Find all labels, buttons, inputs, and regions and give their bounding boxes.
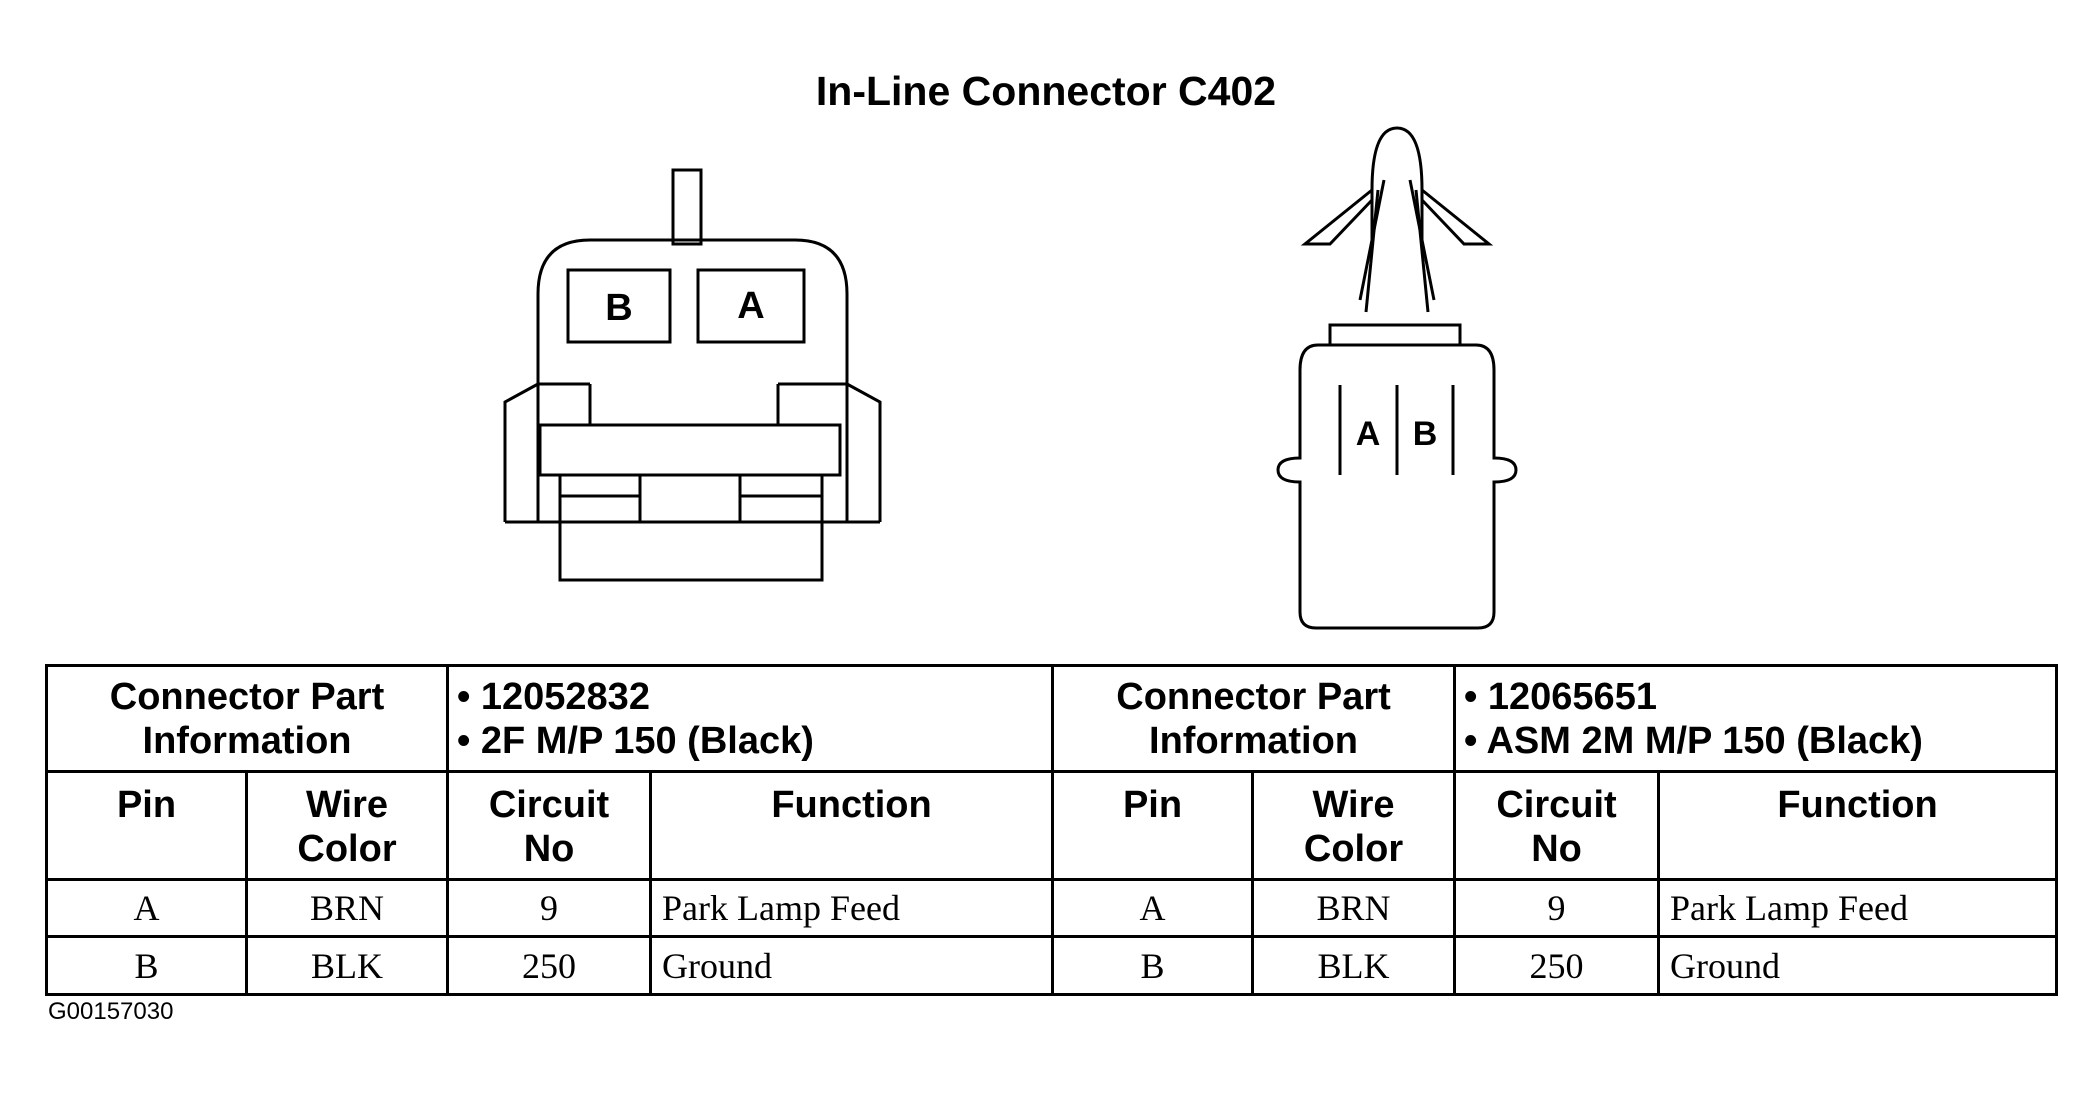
right-pin-column-header: Pin — [1051, 770, 1255, 881]
right-part-info-header: Connector Part Information — [1051, 664, 1457, 773]
left-row-b-pin: B — [45, 935, 248, 996]
figure-code: G00157030 — [48, 998, 174, 1025]
part-info-row: Connector Part Information • 12052832 • … — [44, 664, 2059, 773]
table-row: A BRN 9 Park Lamp Feed A BRN 9 Park Lamp… — [45, 878, 2059, 938]
left-row-a-circuit: 9 — [446, 878, 653, 938]
right-row-a-circuit: 9 — [1453, 878, 1661, 938]
right-row-a-pin: A — [1051, 878, 1255, 938]
right-row-a-wire: BRN — [1251, 878, 1457, 938]
right-row-b-wire: BLK — [1251, 935, 1457, 996]
connector-drawings: B A A B — [503, 126, 1518, 630]
right-row-a-function: Park Lamp Feed — [1657, 878, 2059, 938]
left-row-a-wire: BRN — [244, 878, 450, 938]
right-connector-drawing — [1276, 126, 1518, 630]
right-pin-b-label: B — [1413, 415, 1438, 453]
left-row-a-pin: A — [45, 878, 248, 938]
left-row-b-function: Ground — [649, 935, 1055, 996]
table-row: B BLK 250 Ground B BLK 250 Ground — [45, 935, 2059, 996]
connector-info-table: Connector Part Information • 12052832 • … — [44, 664, 2059, 996]
left-part-info-header: Connector Part Information — [44, 664, 450, 773]
left-connector-drawing — [503, 168, 882, 582]
diagram-title: In-Line Connector C402 — [815, 68, 1277, 114]
left-row-b-wire: BLK — [244, 935, 450, 996]
right-row-b-pin: B — [1051, 935, 1255, 996]
left-row-a-function: Park Lamp Feed — [649, 878, 1055, 938]
right-row-b-function: Ground — [1657, 935, 2059, 996]
left-pin-column-header: Pin — [45, 770, 248, 881]
right-part-info-values: • 12065651 • ASM 2M M/P 150 (Black) — [1453, 664, 2059, 773]
right-pin-a-label: A — [1356, 415, 1381, 453]
left-pin-b-label: B — [605, 287, 632, 329]
right-function-column-header: Function — [1657, 770, 2059, 881]
right-row-b-circuit: 250 — [1453, 935, 1661, 996]
left-pin-a-label: A — [737, 285, 764, 327]
left-row-b-circuit: 250 — [446, 935, 653, 996]
left-function-column-header: Function — [649, 770, 1055, 881]
left-part-info-values: • 12052832 • 2F M/P 150 (Black) — [446, 664, 1055, 773]
